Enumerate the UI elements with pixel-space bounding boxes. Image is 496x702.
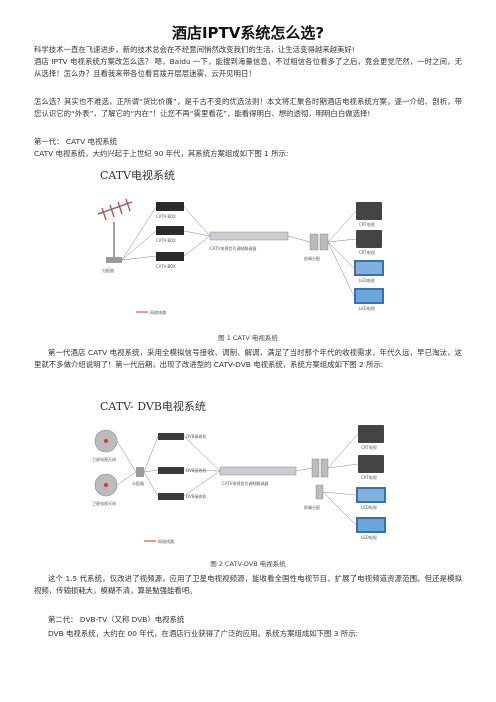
- fig2-front-end-distributor: 前端分配: [304, 458, 329, 510]
- svg-text:DVB接收机: DVB接收机: [186, 467, 207, 473]
- satellite-dish-icon-1: 卫星电视天线: [92, 429, 118, 462]
- svg-text:CATV电视信号调制解调器: CATV电视信号调制解调器: [222, 480, 268, 486]
- satellite-dish-icon-2: 卫星电视天线: [92, 473, 118, 506]
- svg-text:LED电视: LED电视: [361, 504, 377, 510]
- svg-text:CATV电视信号调制解调器: CATV电视信号调制解调器: [210, 245, 256, 251]
- page-title: 酒店IPTV系统怎么选?: [171, 24, 325, 42]
- fig2-modulator: CATV电视信号调制解调器: [219, 466, 297, 486]
- catv-dvb-system-diagram: CATV- DVB电视系统 卫星电视天线 卫星电视天线 分配器 DVB接收机 D…: [92, 399, 386, 544]
- catv-box-1: CATV-BOX: [156, 202, 184, 219]
- fig1-network-label: 网络线路: [150, 309, 166, 315]
- fig2-splitter-icon: [136, 467, 144, 477]
- mid-paragraph-1: 第一代酒店 CATV 电视系统，采用全模拟信号接收、调制、解调，满足了当时那个年…: [34, 348, 462, 369]
- fig2-crt-tv-2: CRT电视: [358, 455, 384, 480]
- intro-paragraph-5: CATV 电视系统，大约兴起于上世纪 90 年代，其系统方案组成如下图 1 所示…: [34, 149, 289, 158]
- svg-text:CRT电视: CRT电视: [361, 474, 377, 480]
- crt-tv-1: CRT电视: [356, 202, 382, 227]
- antenna-icon: [97, 198, 133, 257]
- fig1-heading: CATV电视系统: [100, 168, 175, 182]
- intro-paragraph-1: 科学技术一直在飞速进步，新的技术总会在不经意间悄然改变我们的生活，让生活变得越来…: [34, 45, 355, 54]
- dvb-receiver-3: DVB接收机: [158, 493, 207, 500]
- fig2-caption: 图 2 CATV-DVB 电视系统: [210, 560, 286, 568]
- svg-text:卫星电视天线: 卫星电视天线: [92, 456, 116, 462]
- svg-text:LED电视: LED电视: [361, 534, 377, 540]
- svg-text:DVB接收机: DVB接收机: [186, 433, 207, 439]
- intro-paragraph-3: 怎么选？其实也不难选，正所谓“货比价廉”，是千古不变的优选法则！本文将汇聚各时期…: [34, 97, 462, 118]
- section-heading-gen2: 第二代： DVB-TV（又称 DVB）电视系统: [48, 615, 185, 624]
- svg-text:CRT电视: CRT电视: [361, 444, 377, 450]
- led-tv-2: LED电视: [354, 288, 384, 311]
- svg-text:CATV-BOX: CATV-BOX: [156, 238, 176, 243]
- catv-modulator: CATV电视信号调制解调器: [209, 231, 289, 251]
- svg-text:前端分配: 前端分配: [304, 504, 320, 510]
- fig2-splitter-label: 分配器: [132, 480, 144, 486]
- fig1-caption: 图 1 CATV 电视系统: [218, 334, 278, 342]
- fig2-crt-tv-1: CRT电视: [358, 425, 384, 450]
- led-tv-1: LED电视: [354, 260, 384, 283]
- fig2-led-tv-1: LED电视: [356, 487, 386, 510]
- svg-text:LED电视: LED电视: [359, 277, 375, 283]
- outro-paragraph-1: 这个 1.5 代系统，仅改进了视频源，应用了卫星电视视频源，能收看全国性电视节目…: [34, 574, 462, 595]
- crt-tv-2: CRT电视: [356, 230, 382, 255]
- svg-text:卫星电视天线: 卫星电视天线: [92, 500, 116, 506]
- splitter-icon: [106, 257, 122, 263]
- fig2-led-tv-2: LED电视: [356, 517, 386, 540]
- fig2-network-label: 网络线路: [158, 538, 174, 544]
- intro-paragraph-2: 酒店 IPTV 电视系统方案改怎么选？ 嗯，Baidu 一下，能搜到海量信息，不…: [34, 57, 462, 78]
- section-heading-gen1: 第一代： CATV 电视系统: [34, 137, 118, 146]
- outro-paragraph-3: DVB 电视系统，大约在 00 年代，在酒店行业获得了广泛的应用。系统方案组成如…: [48, 629, 359, 638]
- svg-text:CATV-BOX: CATV-BOX: [156, 214, 176, 219]
- svg-text:DVB接收机: DVB接收机: [186, 493, 207, 499]
- catv-box-3: CATV-BOX: [156, 252, 184, 269]
- fig2-wiring: [116, 433, 359, 526]
- svg-text:CRT电视: CRT电视: [359, 249, 375, 255]
- fig2-heading: CATV- DVB电视系统: [100, 399, 206, 413]
- dvb-receiver-1: DVB接收机: [158, 433, 207, 440]
- fig1-splitter-label: 分配器: [102, 267, 114, 273]
- fig1-wiring: [121, 206, 357, 297]
- svg-text:CRT电视: CRT电视: [359, 221, 375, 227]
- svg-text:前端分配: 前端分配: [304, 255, 320, 261]
- svg-text:CATV-BOX: CATV-BOX: [156, 264, 176, 269]
- catv-box-2: CATV-BOX: [156, 226, 184, 243]
- front-end-distributor: 前端分配: [304, 233, 329, 261]
- dvb-receiver-2: DVB接收机: [158, 467, 207, 474]
- catv-system-diagram: CATV电视系统 分配器 CATV-BOX CATV-BOX CATV-BOX: [97, 168, 384, 315]
- svg-text:LED电视: LED电视: [359, 305, 375, 311]
